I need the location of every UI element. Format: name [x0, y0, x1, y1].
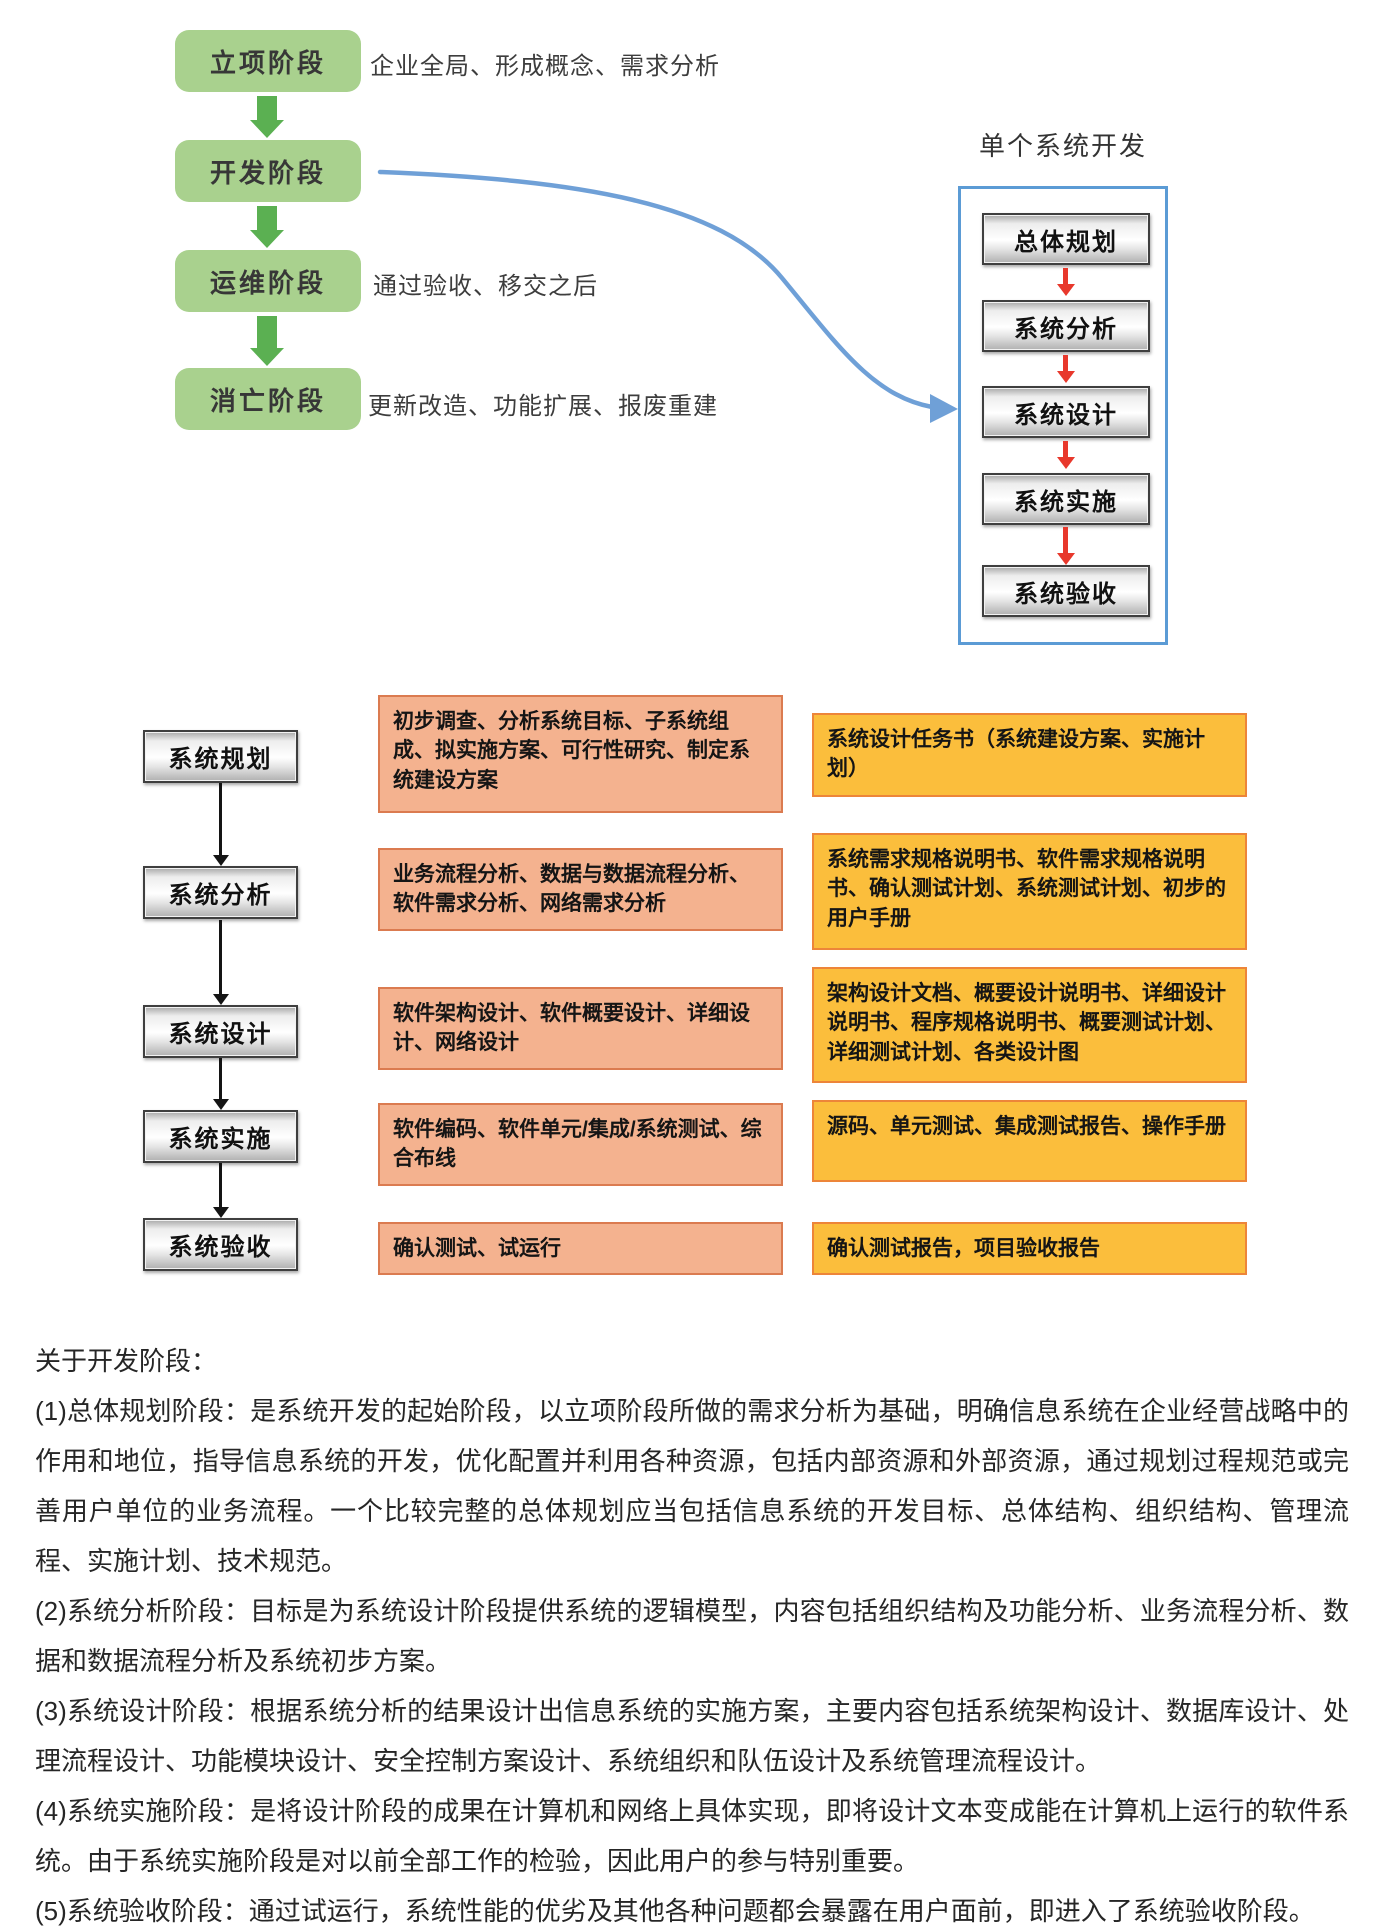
- panel-step-system-acceptance: 系统验收: [982, 565, 1150, 617]
- panel-step-overall-planning: 总体规划: [982, 213, 1150, 265]
- annotation-termination: 更新改造、功能扩展、报废重建: [368, 393, 718, 420]
- panel-step-label: 总体规划: [1014, 228, 1118, 256]
- panel-step-system-analysis: 系统分析: [982, 300, 1150, 352]
- process-stage-label: 系统分析: [168, 882, 273, 909]
- deliverables-box-planning: 系统设计任务书（系统建设方案、实施计划）: [812, 713, 1247, 797]
- activities-box-design: 软件架构设计、软件概要设计、详细设计、网络设计: [378, 987, 783, 1070]
- panel-step-label: 系统实施: [1014, 488, 1118, 516]
- deliverables-box-analysis: 系统需求规格说明书、软件需求规格说明书、确认测试计划、系统测试计划、初步的用户手…: [812, 833, 1247, 950]
- deliverables-box-implementation: 源码、单元测试、集成测试报告、操作手册: [812, 1100, 1247, 1182]
- process-stage-label: 系统验收: [168, 1234, 273, 1261]
- annotation-operation: 通过验收、移交之后: [373, 273, 598, 300]
- lifecycle-stage-label: 立项阶段: [209, 47, 326, 78]
- note-paragraph-5: (5)系统验收阶段：通过试运行，系统性能的优劣及其他各种问题都会暴露在用户面前，…: [35, 1896, 1315, 1926]
- black-down-arrow-icon: [219, 1058, 222, 1099]
- panel-step-system-implementation: 系统实施: [982, 473, 1150, 525]
- annotation-initiation: 企业全局、形成概念、需求分析: [370, 53, 720, 80]
- lifecycle-stage-development: 开发阶段: [175, 140, 361, 202]
- lifecycle-stage-label: 运维阶段: [209, 267, 326, 298]
- activities-box-acceptance: 确认测试、试运行: [378, 1222, 783, 1276]
- process-stage-implementation: 系统实施: [143, 1110, 298, 1163]
- panel-step-system-design: 系统设计: [982, 386, 1150, 438]
- subsystem-panel: 总体规划 系统分析 系统设计 系统实施 系统验收: [958, 186, 1168, 645]
- red-down-arrow-icon: [1063, 268, 1068, 284]
- red-down-arrow-icon: [1063, 355, 1068, 371]
- lifecycle-stage-label: 消亡阶段: [209, 385, 326, 416]
- deliverables-box-design: 架构设计文档、概要设计说明书、详细设计说明书、程序规格说明书、概要测试计划、详细…: [812, 967, 1247, 1083]
- red-down-arrow-icon: [1063, 527, 1068, 553]
- black-down-arrow-icon: [219, 920, 222, 994]
- deliverables-box-acceptance: 确认测试报告，项目验收报告: [812, 1222, 1247, 1276]
- process-stage-design: 系统设计: [143, 1005, 298, 1058]
- note-paragraph-4: (4)系统实施阶段：是将设计阶段的成果在计算机和网络上具体实现，即将设计文本变成…: [35, 1796, 1349, 1876]
- notes-heading: 关于开发阶段：: [35, 1346, 218, 1376]
- panel-step-label: 系统设计: [1014, 401, 1118, 429]
- activities-box-analysis: 业务流程分析、数据与数据流程分析、软件需求分析、网络需求分析: [378, 848, 783, 931]
- panel-step-label: 系统验收: [1014, 580, 1118, 608]
- lifecycle-stage-termination: 消亡阶段: [175, 368, 361, 430]
- lifecycle-stage-operation: 运维阶段: [175, 250, 361, 312]
- process-stage-label: 系统实施: [168, 1126, 273, 1153]
- process-stage-label: 系统设计: [168, 1021, 273, 1048]
- note-paragraph-1: (1)总体规划阶段：是系统开发的起始阶段，以立项阶段所做的需求分析为基础，明确信…: [35, 1396, 1349, 1576]
- process-stage-analysis: 系统分析: [143, 866, 298, 919]
- process-stage-planning: 系统规划: [143, 730, 298, 783]
- curved-connector-arrow: [377, 169, 958, 423]
- note-paragraph-2: (2)系统分析阶段：目标是为系统设计阶段提供系统的逻辑模型，内容包括组织结构及功…: [35, 1596, 1349, 1676]
- black-down-arrow-icon: [219, 1163, 222, 1207]
- notes-section: 关于开发阶段： (1)总体规划阶段：是系统开发的起始阶段，以立项阶段所做的需求分…: [35, 1336, 1349, 1930]
- panel-step-label: 系统分析: [1014, 315, 1118, 343]
- red-down-arrow-icon: [1063, 441, 1068, 457]
- process-stage-label: 系统规划: [168, 746, 273, 773]
- green-down-arrow-icon: [257, 316, 277, 348]
- subsystem-panel-title: 单个系统开发: [978, 131, 1147, 161]
- process-stage-acceptance: 系统验收: [143, 1218, 298, 1271]
- black-down-arrow-icon: [219, 783, 222, 855]
- lifecycle-stage-label: 开发阶段: [209, 157, 326, 188]
- activities-box-planning: 初步调查、分析系统目标、子系统组成、拟实施方案、可行性研究、制定系统建设方案: [378, 695, 783, 813]
- green-down-arrow-icon: [257, 206, 277, 230]
- green-down-arrow-icon: [257, 96, 277, 120]
- note-paragraph-3: (3)系统设计阶段：根据系统分析的结果设计出信息系统的实施方案，主要内容包括系统…: [35, 1696, 1349, 1776]
- activities-box-implementation: 软件编码、软件单元/集成/系统测试、综合布线: [378, 1103, 783, 1186]
- lifecycle-stage-initiation: 立项阶段: [175, 30, 361, 92]
